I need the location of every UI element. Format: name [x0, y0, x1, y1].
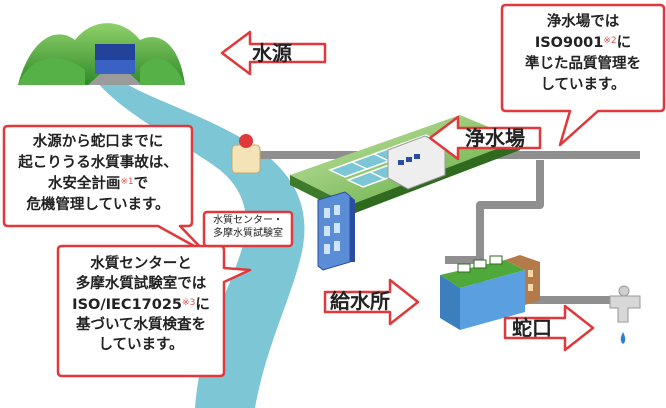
bubble-left-middle-text: 水源から蛇口までに 起こりうる水質事故は、 水安全計画※1で 危機管理しています… — [6, 132, 190, 216]
bubble-left-middle — [2, 124, 207, 254]
label-source: 水源 — [252, 41, 292, 65]
bubble-bottom-left-line2: 多摩水質試験室では — [75, 276, 207, 293]
bubble-top-right-text: 浄水場では ISO9001※2に 準じた品質管理を しています。 — [504, 12, 662, 96]
arrow-purification — [428, 115, 542, 161]
bubble-top-right — [500, 3, 666, 147]
label-purification: 浄水場 — [465, 126, 525, 150]
bubble-top-right-line1: 浄水場では — [546, 14, 620, 30]
arrow-source — [220, 30, 327, 76]
lab-label-line2: 多摩水質試験室 — [213, 227, 283, 239]
mountains-icon — [18, 23, 185, 85]
lab-label-line1: 水質センター・ — [213, 215, 283, 226]
bubble-bottom-left-line5: しています。 — [98, 337, 184, 354]
faucet-icon — [609, 285, 641, 344]
lab-building-icon — [317, 191, 355, 271]
lab-label: 水質センター・ 多摩水質試験室 — [204, 215, 292, 240]
arrow-supply — [323, 278, 420, 326]
bubble-bottom-left-line4: 基づいて水質検査を — [75, 316, 207, 333]
bubble-top-right-line3: 準じた品質管理を — [525, 56, 641, 73]
bubble-left-middle-line3: 水安全計画※1で — [47, 176, 149, 193]
bubble-bottom-left-text: 水質センターと 多摩水質試験室では ISO/IEC17025※3に 基づいて水質… — [60, 254, 222, 355]
supply-station-icon — [440, 255, 540, 330]
label-faucet: 蛇口 — [512, 316, 552, 340]
bubble-left-middle-line1: 水源から蛇口までに — [32, 134, 164, 150]
lab-label-box — [202, 210, 294, 248]
arrow-faucet — [503, 304, 595, 352]
bubble-bottom-left — [56, 244, 252, 378]
label-supply: 給水所 — [330, 289, 390, 313]
bubble-top-right-line2: ISO9001※2に — [534, 35, 632, 52]
bubble-left-middle-line4: 危機管理しています。 — [26, 197, 170, 214]
bubble-bottom-left-line1: 水質センターと — [90, 256, 192, 272]
water-tower-icon — [231, 134, 261, 174]
bubble-left-middle-line2: 起こりうる水質事故は、 — [18, 155, 178, 172]
bubble-top-right-line4: しています。 — [540, 77, 626, 94]
bubble-bottom-left-line3: ISO/IEC17025※3に — [72, 296, 210, 313]
